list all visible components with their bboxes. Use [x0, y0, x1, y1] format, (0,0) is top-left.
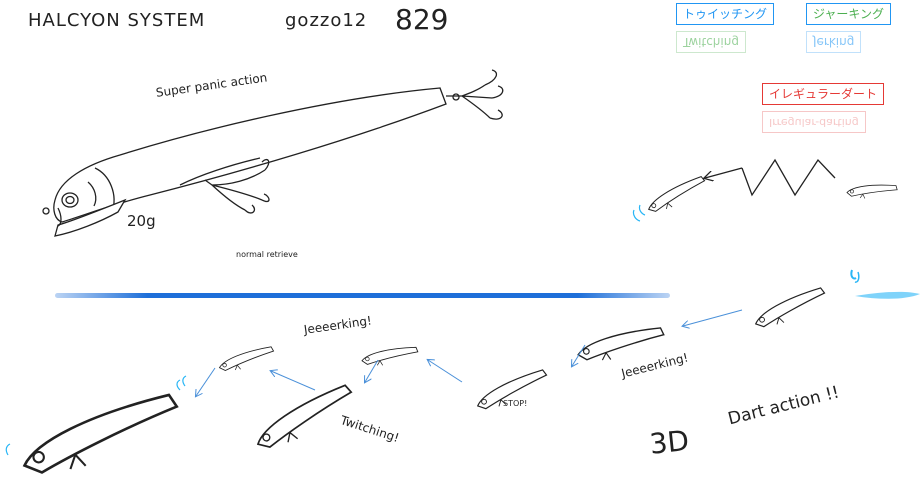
tag-twitching: トゥイッチング — [676, 3, 775, 25]
model-code: 829 — [395, 3, 449, 36]
motion-arrows — [196, 309, 743, 396]
label-normal-retrieve: normal retrieve — [236, 250, 298, 259]
model-name: gozzo12 — [285, 10, 368, 31]
tag-irregular-dart: イレギュラーダート — [762, 83, 885, 105]
page-title: HALCYON SYSTEM — [28, 10, 206, 31]
label-3d: 3D — [648, 423, 691, 461]
tag-jerking: ジャーキング — [806, 3, 892, 25]
irregular-dart-diagram — [632, 158, 899, 222]
water-surface — [55, 293, 670, 298]
action-sequence — [5, 286, 830, 480]
label-stop: STOP! — [503, 399, 528, 408]
splash-icon — [850, 269, 920, 299]
label-weight: 20g — [127, 212, 156, 230]
main-lure — [42, 69, 504, 237]
